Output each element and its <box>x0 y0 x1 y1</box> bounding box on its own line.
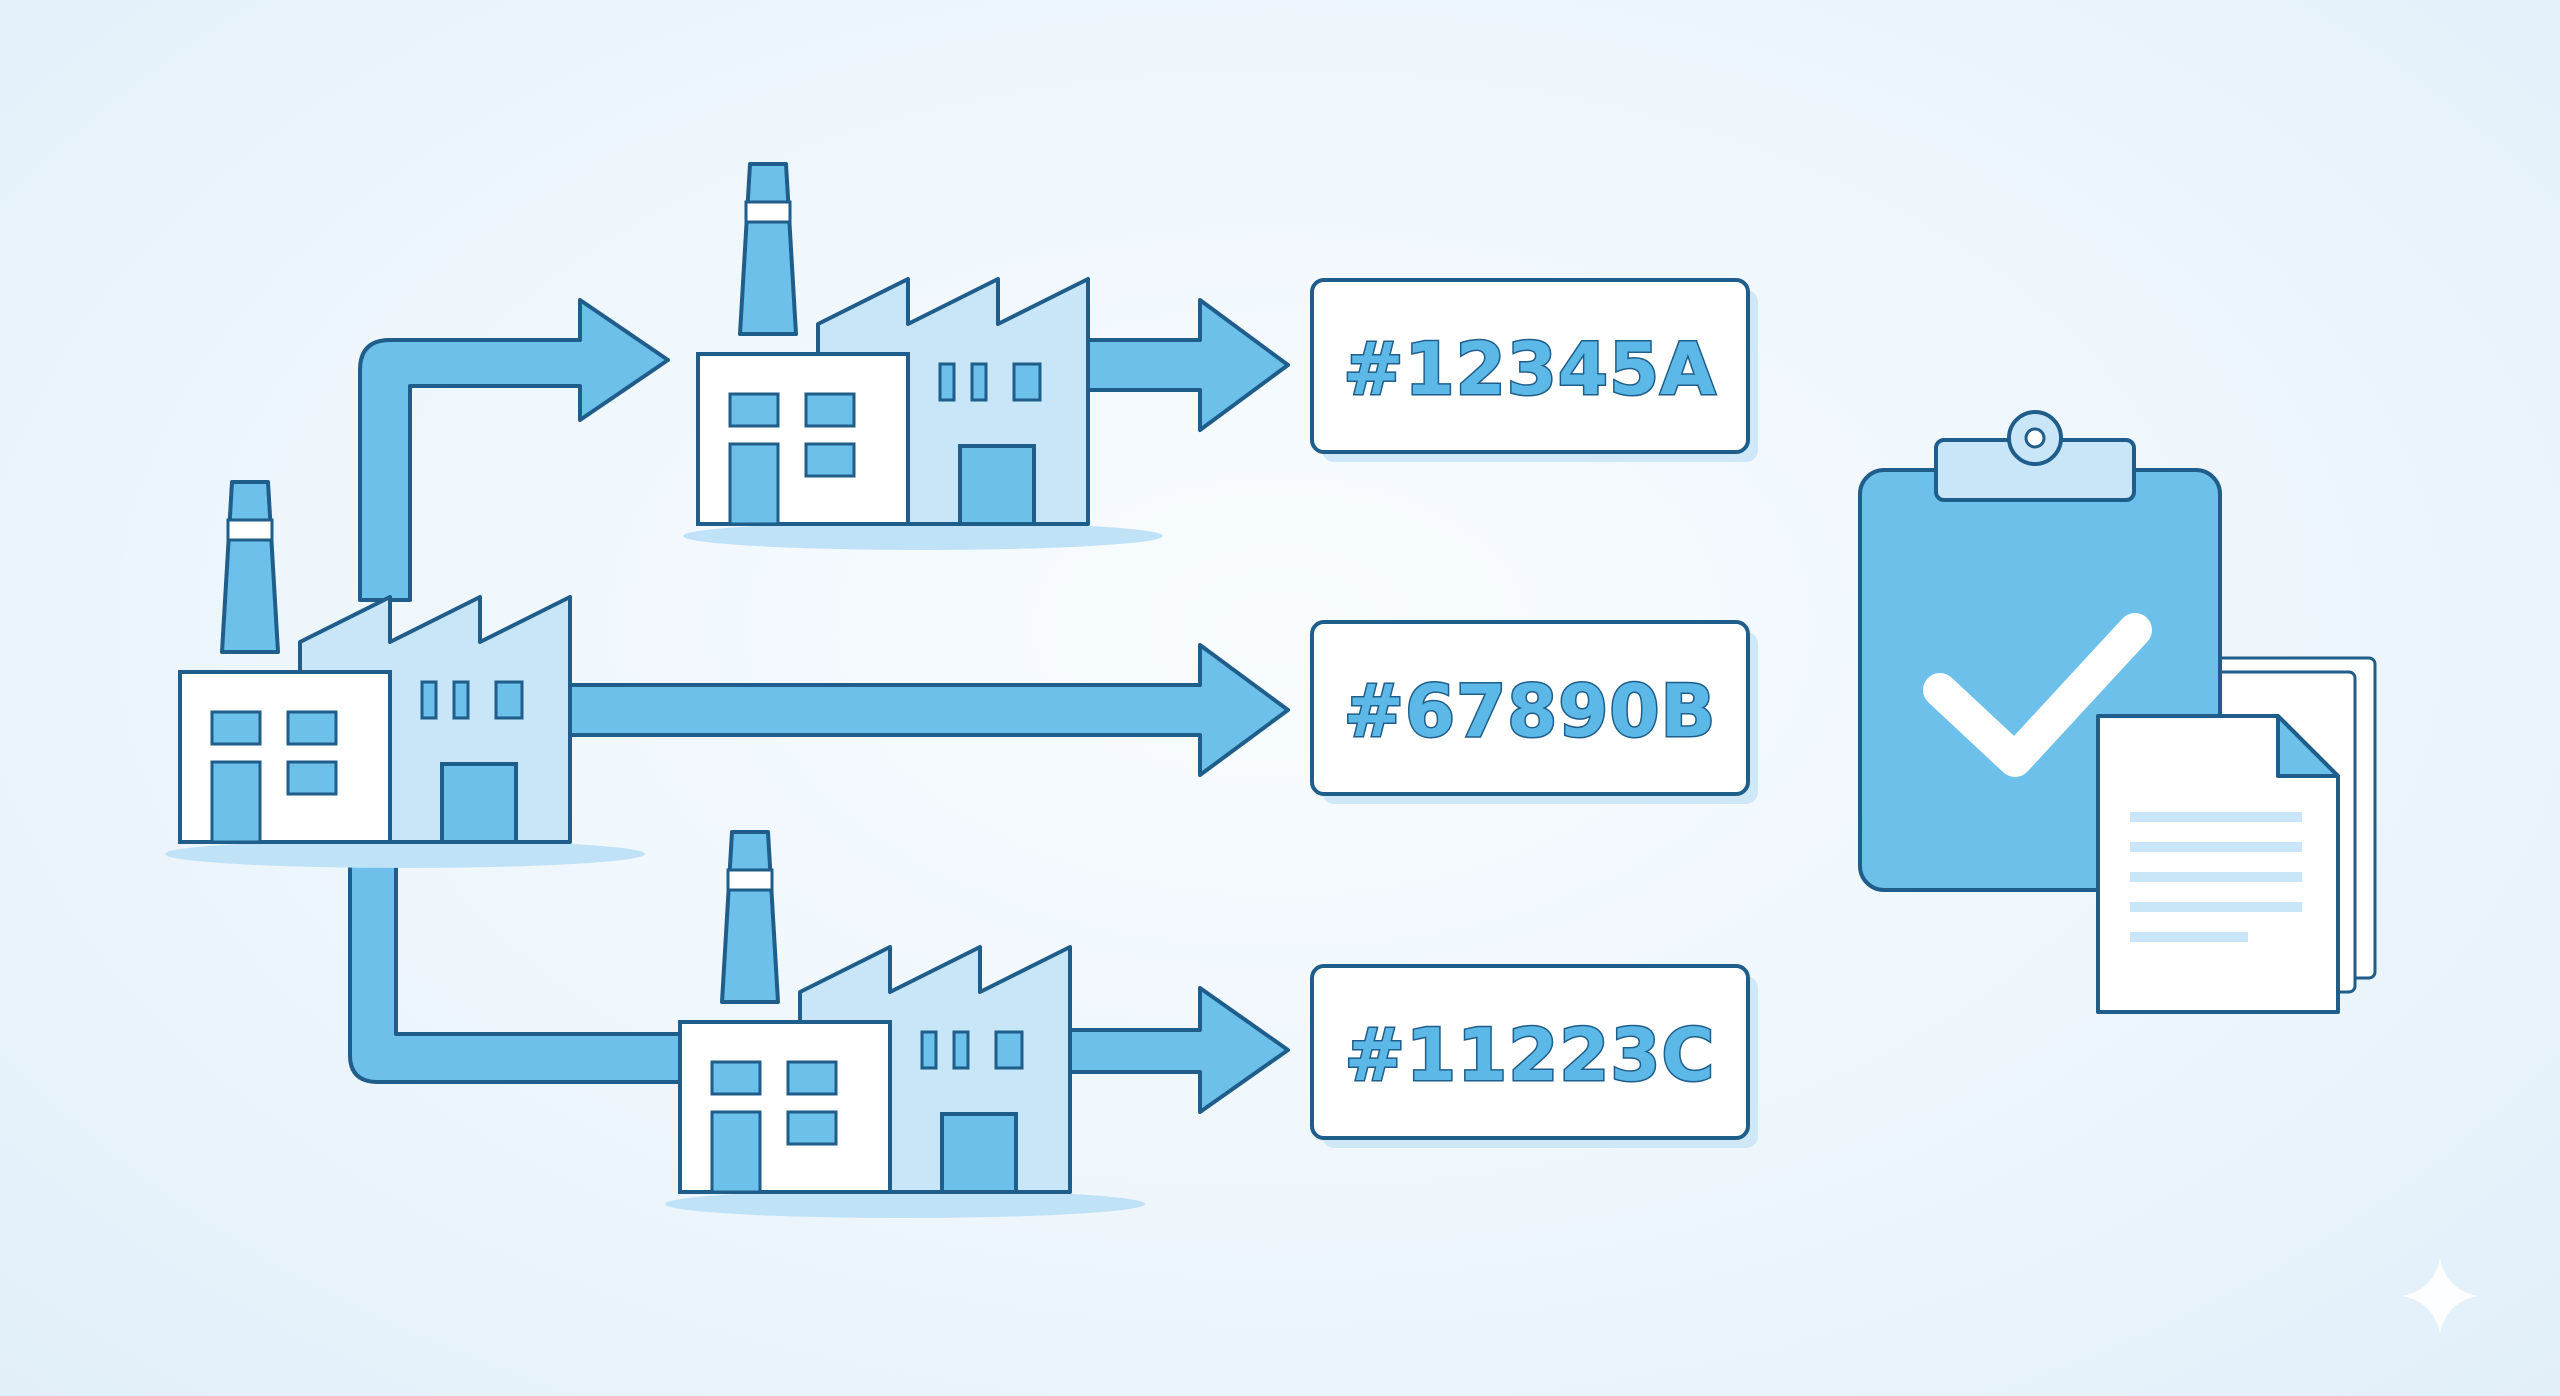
document-stack-icon <box>2096 714 2340 1014</box>
connector-top <box>358 298 670 602</box>
arrow-bottom <box>1056 986 1290 1114</box>
code-box-3: #11223C <box>1310 964 1758 1148</box>
code-label: #67890B <box>1344 669 1717 753</box>
code-label: #11223C <box>1345 1013 1716 1097</box>
factory-icon <box>663 830 1147 1220</box>
sparkle-icon <box>2402 1258 2478 1334</box>
connector-bottom <box>348 838 692 1084</box>
code-label: #12345A <box>1343 327 1717 411</box>
arrow-top <box>1068 298 1290 432</box>
code-box-2: #67890B <box>1310 620 1758 804</box>
code-box-1: #12345A <box>1310 278 1758 462</box>
arrow-middle <box>558 643 1290 777</box>
